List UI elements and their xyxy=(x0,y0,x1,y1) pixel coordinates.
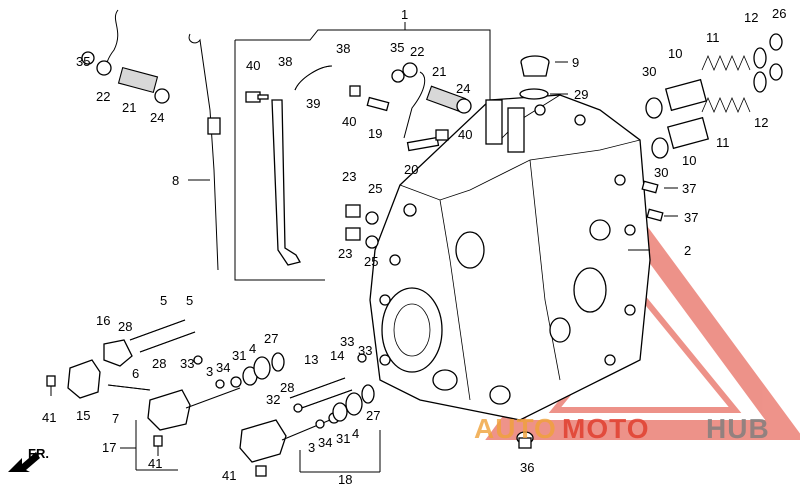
callout-40: 40 xyxy=(342,114,356,129)
callout-6: 6 xyxy=(132,366,139,381)
callout-8: 8 xyxy=(172,173,179,188)
bolts-middle xyxy=(245,85,449,249)
callout-21: 21 xyxy=(432,64,446,79)
transmission-case xyxy=(369,94,651,421)
callout-18: 18 xyxy=(338,472,352,487)
callout-41: 41 xyxy=(222,468,236,483)
bolts-bottom xyxy=(46,375,534,477)
callout-38: 38 xyxy=(278,54,292,69)
front-label: FR. xyxy=(28,446,49,461)
callout-25: 25 xyxy=(368,181,382,196)
callout-4: 4 xyxy=(352,426,359,441)
group-bracket-1 xyxy=(234,22,491,281)
callout-28: 28 xyxy=(118,319,132,334)
callout-41: 41 xyxy=(148,456,162,471)
callout-22: 22 xyxy=(96,89,110,104)
callout-41: 41 xyxy=(42,410,56,425)
callout-1: 1 xyxy=(401,7,408,22)
callout-3: 3 xyxy=(308,440,315,455)
watermark-text-moto: MOTO xyxy=(562,413,649,444)
valve-assembly-left xyxy=(67,339,241,431)
watermark-text-hub: HUB xyxy=(706,413,770,444)
callout-31: 31 xyxy=(232,348,246,363)
callout-20: 20 xyxy=(404,162,418,177)
callout-37: 37 xyxy=(682,181,696,196)
callout-23: 23 xyxy=(342,169,356,184)
case-boss-right xyxy=(507,107,525,153)
sensor-assembly-right xyxy=(366,62,472,152)
case-boss-left xyxy=(485,99,503,145)
leader-lines xyxy=(120,61,678,473)
callout-3: 3 xyxy=(206,364,213,379)
callout-40: 40 xyxy=(246,58,260,73)
callout-40: 40 xyxy=(458,127,472,142)
callout-29: 29 xyxy=(574,87,588,102)
callout-33: 33 xyxy=(358,343,372,358)
callout-14: 14 xyxy=(330,348,344,363)
callout-28: 28 xyxy=(152,356,166,371)
callout-32: 32 xyxy=(266,392,280,407)
dipstick xyxy=(188,33,221,271)
callout-37: 37 xyxy=(684,210,698,225)
callout-12: 12 xyxy=(754,115,768,130)
callout-28: 28 xyxy=(280,380,294,395)
dipstick-cap xyxy=(207,117,221,135)
callout-13: 13 xyxy=(304,352,318,367)
callout-34: 34 xyxy=(216,360,230,375)
accumulator-parts xyxy=(641,33,783,222)
callout-5: 5 xyxy=(186,293,193,308)
callout-31: 31 xyxy=(336,431,350,446)
callout-35: 35 xyxy=(76,54,90,69)
callout-33: 33 xyxy=(340,334,354,349)
watermark-text: AUTO MOTO HUB xyxy=(474,413,770,444)
callout-27: 27 xyxy=(264,331,278,346)
watermark-text-auto: AUTO xyxy=(474,413,557,444)
callout-21: 21 xyxy=(122,100,136,115)
callout-9: 9 xyxy=(572,55,579,70)
callout-17: 17 xyxy=(102,440,116,455)
callout-33: 33 xyxy=(180,356,194,371)
callout-2: 2 xyxy=(684,243,691,258)
callout-30: 30 xyxy=(642,64,656,79)
callout-4: 4 xyxy=(249,341,256,356)
callout-5: 5 xyxy=(160,293,167,308)
callout-25: 25 xyxy=(364,254,378,269)
callout-36: 36 xyxy=(520,460,534,475)
callout-11: 11 xyxy=(706,30,720,45)
breather-tube xyxy=(271,65,333,266)
callout-19: 19 xyxy=(368,126,382,141)
case-bore-opening xyxy=(381,287,443,373)
callout-11: 11 xyxy=(716,135,730,150)
callout-24: 24 xyxy=(456,81,470,96)
callout-12: 12 xyxy=(744,10,758,25)
callout-38: 38 xyxy=(336,41,350,56)
callout-26: 26 xyxy=(772,6,786,21)
callout-labels: 1 2 3 3 4 4 5 5 6 7 8 9 10 10 11 11 12 1… xyxy=(42,6,786,487)
callout-10: 10 xyxy=(682,153,696,168)
front-direction-arrow: FR. xyxy=(8,446,49,472)
shift-shafts xyxy=(107,319,353,411)
callout-35: 35 xyxy=(390,40,404,55)
callout-22: 22 xyxy=(410,44,424,59)
callout-30: 30 xyxy=(654,165,668,180)
seals-washers xyxy=(193,352,375,429)
callout-7: 7 xyxy=(112,411,119,426)
filler-cap xyxy=(519,55,550,100)
callout-24: 24 xyxy=(150,110,164,125)
callout-34: 34 xyxy=(318,435,332,450)
callout-39: 39 xyxy=(306,96,320,111)
sensor-assembly-left xyxy=(81,9,170,104)
callout-16: 16 xyxy=(96,313,110,328)
callout-27: 27 xyxy=(366,408,380,423)
callout-10: 10 xyxy=(668,46,682,61)
callout-15: 15 xyxy=(76,408,90,423)
callout-23: 23 xyxy=(338,246,352,261)
